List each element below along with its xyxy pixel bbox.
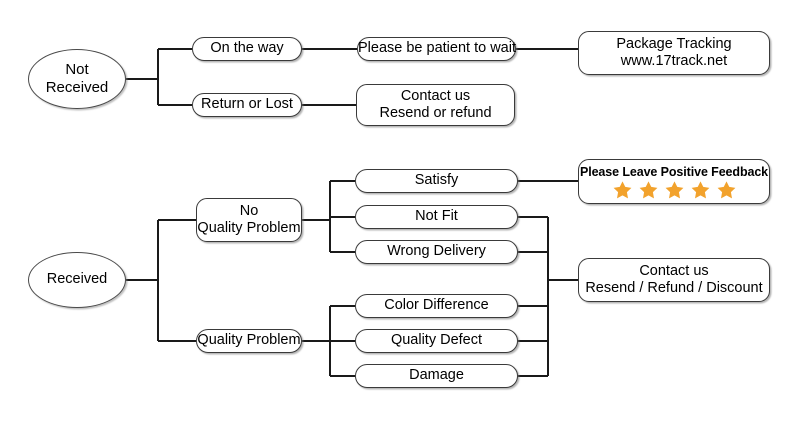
contact-discount-line2: Resend / Refund / Discount <box>585 280 763 296</box>
node-contact-us-resend-refund-discount[interactable]: Contact us Resend / Refund / Discount <box>578 258 770 302</box>
no-quality-problem-line1: No <box>239 202 259 219</box>
node-package-tracking[interactable]: Package Tracking www.17track.net <box>578 31 770 75</box>
node-please-be-patient[interactable]: Please be patient to wait <box>357 37 516 61</box>
damage-label: Damage <box>409 367 464 384</box>
node-no-quality-problem[interactable]: No Quality Problem <box>196 198 302 242</box>
node-satisfy[interactable]: Satisfy <box>355 169 518 193</box>
star-rating[interactable] <box>612 180 737 200</box>
node-color-difference[interactable]: Color Difference <box>355 294 518 318</box>
not-received-line2: Received <box>45 79 109 96</box>
node-contact-us-resend-refund[interactable]: Contact us Resend or refund <box>356 84 515 126</box>
star-icon[interactable] <box>716 180 737 200</box>
received-label: Received <box>46 271 108 288</box>
node-damage[interactable]: Damage <box>355 364 518 388</box>
not-received-line1: Not <box>65 61 89 79</box>
wrong-delivery-label: Wrong Delivery <box>387 243 486 260</box>
star-icon[interactable] <box>638 180 659 200</box>
quality-problem-label: Quality Problem <box>197 332 301 349</box>
node-not-received[interactable]: Not Received <box>28 49 126 109</box>
package-tracking-line1: Package Tracking <box>616 35 732 52</box>
contact-us-line1: Contact us <box>400 87 471 104</box>
node-received[interactable]: Received <box>28 252 126 308</box>
node-positive-feedback[interactable]: Please Leave Positive Feedback <box>578 159 770 204</box>
node-quality-problem[interactable]: Quality Problem <box>196 329 302 353</box>
node-not-fit[interactable]: Not Fit <box>355 205 518 229</box>
feedback-title: Please Leave Positive Feedback <box>579 164 769 179</box>
node-return-or-lost[interactable]: Return or Lost <box>192 93 302 117</box>
no-quality-problem-line2: Quality Problem <box>197 220 301 236</box>
star-icon[interactable] <box>612 180 633 200</box>
not-fit-label: Not Fit <box>415 208 458 225</box>
return-or-lost-label: Return or Lost <box>201 96 293 113</box>
node-quality-defect[interactable]: Quality Defect <box>355 329 518 353</box>
resend-or-refund-line2: Resend or refund <box>379 105 492 121</box>
contact-discount-line1: Contact us <box>639 262 709 279</box>
star-icon[interactable] <box>664 180 685 200</box>
node-on-the-way[interactable]: On the way <box>192 37 302 61</box>
quality-defect-label: Quality Defect <box>390 332 483 349</box>
satisfy-label: Satisfy <box>414 172 459 189</box>
please-be-patient-label: Please be patient to wait <box>358 40 516 57</box>
on-the-way-label: On the way <box>210 40 284 57</box>
package-tracking-line2: www.17track.net <box>620 53 728 69</box>
color-difference-label: Color Difference <box>384 297 489 314</box>
node-wrong-delivery[interactable]: Wrong Delivery <box>355 240 518 264</box>
star-icon[interactable] <box>690 180 711 200</box>
